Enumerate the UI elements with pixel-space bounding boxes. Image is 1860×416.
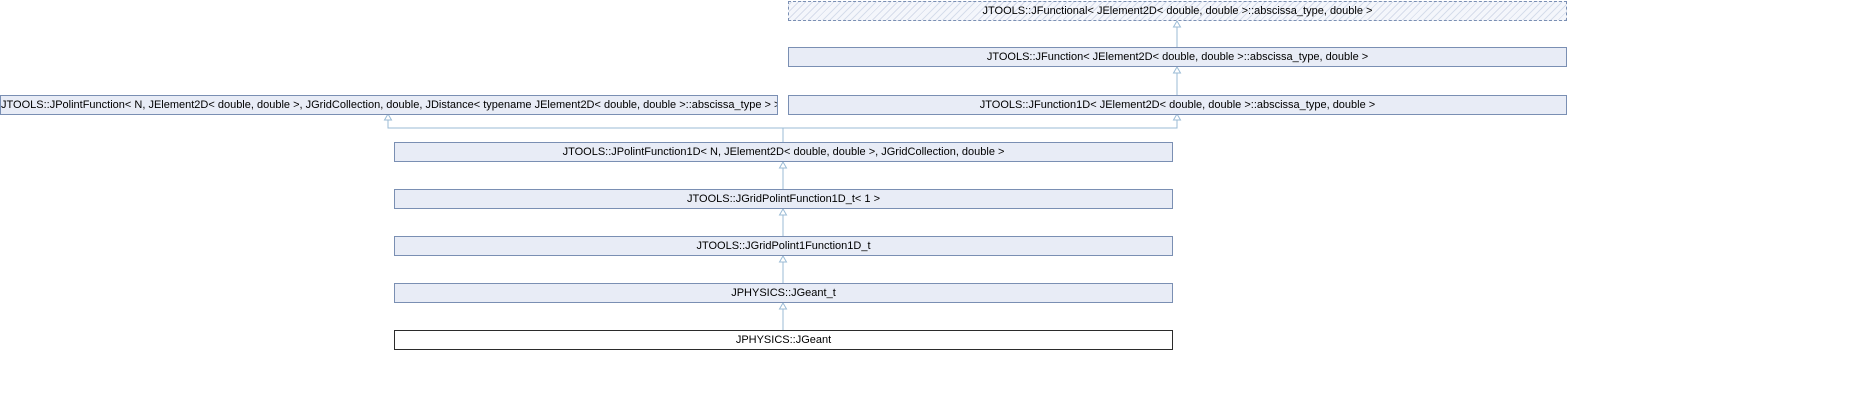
node-jfunctional[interactable]: JTOOLS::JFunctional< JElement2D< double,… <box>788 1 1567 21</box>
node-jpolintfunction[interactable]: JTOOLS::JPolintFunction< N, JElement2D< … <box>0 95 778 115</box>
edge-jpolintfunction1d-to-jpolintfunction <box>387 120 784 142</box>
edge-arrowhead-jfunction <box>1172 66 1182 74</box>
inheritance-diagram: JTOOLS::JFunctional< JElement2D< double,… <box>0 1 1567 350</box>
edge-arrowhead-jgridpolint1 <box>778 255 788 263</box>
node-jgridpolintfunction1d-t[interactable]: JTOOLS::JGridPolintFunction1D_t< 1 > <box>394 189 1173 209</box>
node-jgridpolint1function1d-t[interactable]: JTOOLS::JGridPolint1Function1D_t <box>394 236 1173 256</box>
edge-arrowhead-jfunctional <box>1172 20 1182 28</box>
edge-arrowhead-jgeant-t <box>778 302 788 310</box>
node-jgeant-t[interactable]: JPHYSICS::JGeant_t <box>394 283 1173 303</box>
edge-arrowhead-jgridpolintfunction1d <box>778 208 788 216</box>
edge-jpolintfunction1d-to-jfunction1d <box>783 120 1178 129</box>
node-jfunction[interactable]: JTOOLS::JFunction< JElement2D< double, d… <box>788 47 1567 67</box>
node-jgeant-current: JPHYSICS::JGeant <box>394 330 1173 350</box>
edge-arrowhead-jpolintfunction1d <box>778 161 788 169</box>
node-jfunction1d[interactable]: JTOOLS::JFunction1D< JElement2D< double,… <box>788 95 1567 115</box>
node-jpolintfunction1d[interactable]: JTOOLS::JPolintFunction1D< N, JElement2D… <box>394 142 1173 162</box>
